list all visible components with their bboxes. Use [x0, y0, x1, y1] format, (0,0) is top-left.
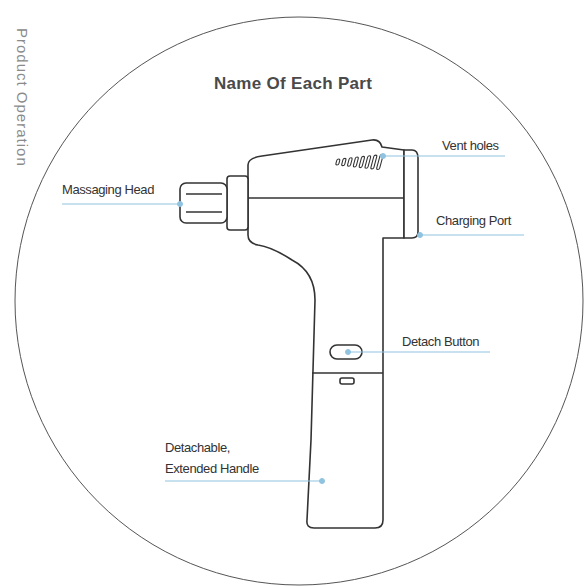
section-label: Product Operation	[13, 28, 31, 167]
vent-slit	[341, 158, 346, 165]
leader-dot	[178, 202, 183, 207]
vent-slit	[347, 158, 352, 167]
vent-holes	[336, 154, 384, 169]
part-name: Vent holes	[442, 135, 499, 156]
part-name: Massaging Head	[62, 179, 154, 200]
vent-slit	[365, 156, 371, 169]
leader-line	[62, 204, 180, 205]
handle-slot	[340, 378, 354, 384]
leader-dot	[346, 350, 351, 355]
leader-line	[420, 235, 524, 236]
head-neck	[227, 176, 248, 230]
leader-dot	[381, 154, 386, 159]
massaging-head	[180, 183, 227, 223]
frame-circle	[15, 17, 583, 585]
vent-slit	[336, 159, 341, 165]
rear-cap	[404, 150, 418, 238]
vent-slit	[353, 157, 359, 167]
part-name: Detach Button	[402, 331, 479, 352]
leader-line	[383, 156, 505, 157]
leader-line	[348, 352, 490, 353]
diagram-title: Name Of Each Part	[214, 73, 372, 94]
leader-dot	[418, 233, 423, 238]
part-name: Charging Port	[436, 210, 511, 231]
gun-body	[248, 140, 404, 528]
seam-line	[248, 197, 404, 199]
handle-split	[312, 372, 383, 374]
leader-line	[165, 481, 322, 482]
head-ridge	[186, 193, 222, 195]
part-name: Detachable, Extended Handle	[165, 437, 283, 479]
leader-dot	[320, 479, 325, 484]
vent-slit	[370, 155, 377, 169]
head-ridge	[186, 211, 222, 213]
leader-lines	[62, 154, 524, 484]
vent-slit	[359, 156, 365, 167]
